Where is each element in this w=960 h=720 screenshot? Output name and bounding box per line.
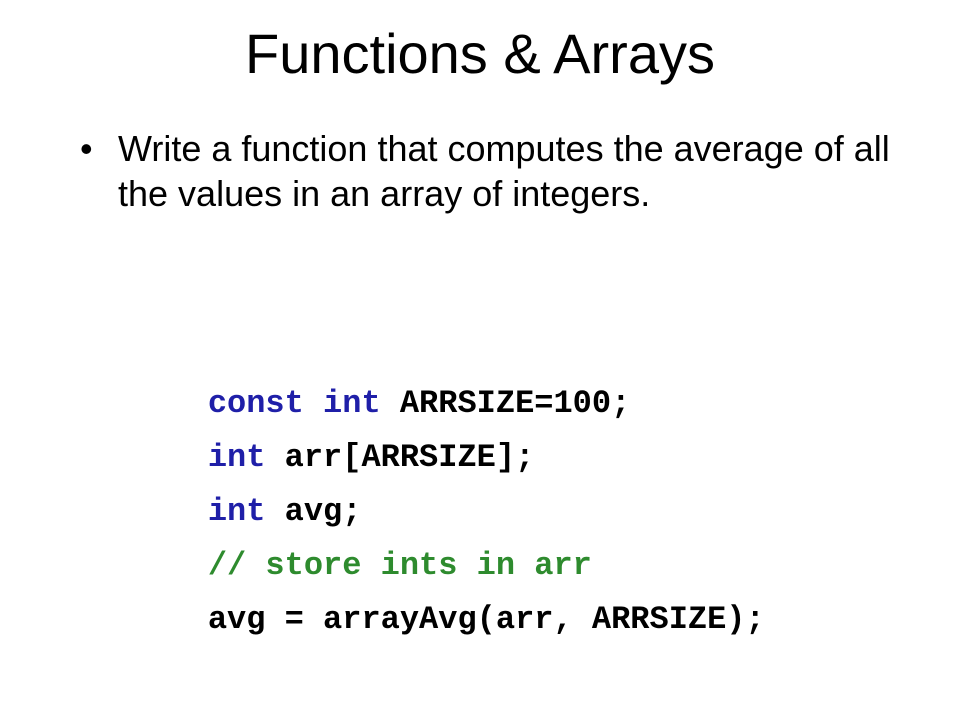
code-line-2: int arr[ARRSIZE]; — [131, 398, 534, 518]
bullet-symbol: • — [80, 128, 93, 169]
code-text: arr[ARRSIZE]; — [265, 439, 535, 476]
code-keyword: int — [207, 439, 266, 476]
code-keyword: const int — [207, 385, 381, 422]
code-line-5: avg = arrayAvg(arr, ARRSIZE); — [131, 560, 765, 680]
code-line-4: // store ints in arr — [131, 506, 592, 626]
bullet-text: Write a function that computes the avera… — [118, 128, 890, 214]
code-line-1: const int ARRSIZE=100; — [131, 344, 630, 464]
code-keyword: int — [207, 493, 266, 530]
code-text: ARRSIZE=100; — [380, 385, 631, 422]
code-line-3: int avg; — [131, 452, 362, 572]
slide-title: Functions & Arrays — [245, 22, 715, 85]
code-comment: // store ints in arr — [207, 547, 592, 584]
code-text: avg; — [265, 493, 362, 530]
code-text: avg = arrayAvg(arr, ARRSIZE); — [207, 601, 765, 638]
bullet-item: • Write a function that computes the ave… — [80, 126, 898, 216]
